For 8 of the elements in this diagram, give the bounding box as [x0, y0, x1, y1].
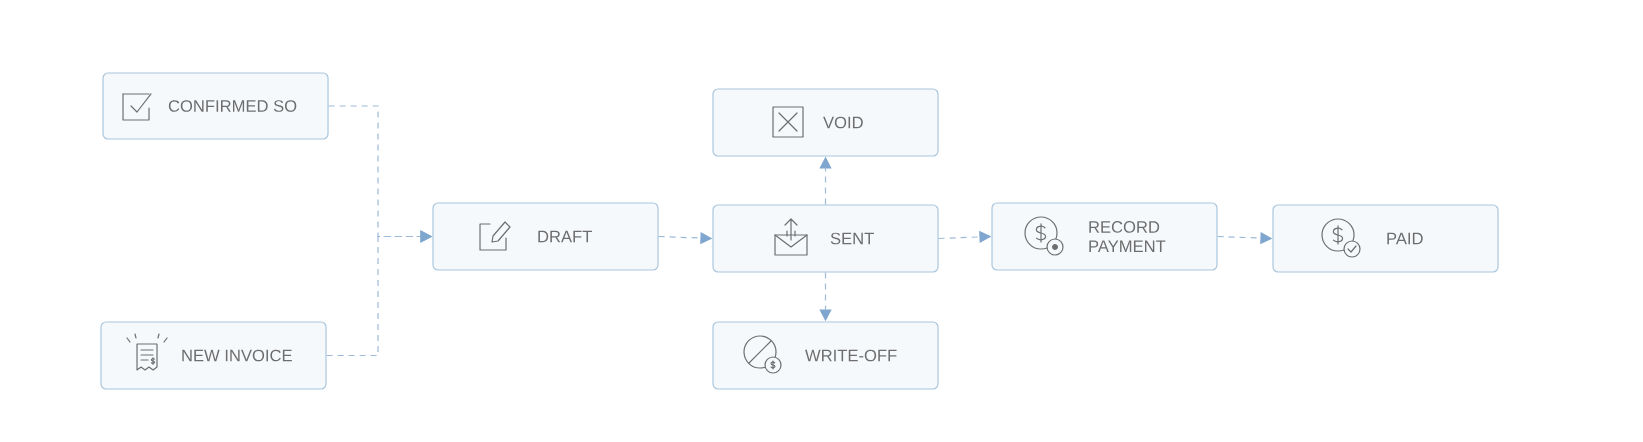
- status-box: SENT: [712, 204, 939, 273]
- status-box: CONFIRMED SO: [102, 72, 329, 140]
- status-box: NEW INVOICE: [100, 321, 327, 390]
- status-box: PAID: [1272, 204, 1499, 273]
- status-box: WRITE-OFF: [712, 321, 939, 390]
- status-box: VOID: [712, 88, 939, 157]
- status-box: DRAFT: [432, 202, 659, 271]
- status-box: RECORD PAYMENT: [991, 202, 1218, 271]
